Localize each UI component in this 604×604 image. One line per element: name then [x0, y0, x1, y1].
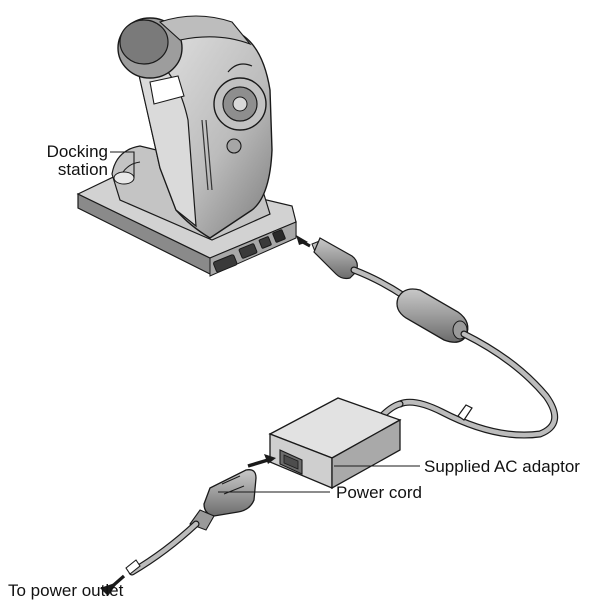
- docking-station-label-line2: station: [57, 160, 108, 179]
- leader-lines: [110, 151, 420, 493]
- camera-small-button: [226, 138, 242, 154]
- dc-plug: [313, 237, 358, 280]
- ac-adaptor-label: Supplied AC adaptor: [424, 457, 580, 476]
- dc-cable: [296, 235, 559, 439]
- dc-cable-loop: [396, 330, 559, 439]
- camera-window: [149, 75, 185, 105]
- power-cord-plug: [203, 469, 257, 517]
- usb-port: [238, 243, 258, 259]
- hdmi-port: [213, 254, 238, 273]
- camera-control-center: [232, 96, 248, 112]
- av-port: [258, 236, 272, 249]
- power-cord: [100, 454, 276, 596]
- camera-lens-face: [119, 19, 169, 65]
- power-outlet-label: To power outlet: [8, 581, 124, 600]
- docking-station-leader: [110, 151, 135, 178]
- camera-speaker-grille: [201, 119, 213, 191]
- ac-adaptor-side: [331, 418, 401, 490]
- docking-station-label: Docking station: [12, 143, 108, 179]
- power-cord-label: Power cord: [336, 483, 422, 502]
- docking-station-label-line1: Docking: [46, 142, 108, 161]
- ac-insert-arrow: [247, 454, 276, 468]
- camera-strap-loop: [227, 63, 253, 73]
- docking-station-slot: [113, 171, 135, 185]
- ac-adaptor: [268, 397, 402, 490]
- dc-in-port: [272, 229, 286, 243]
- camera: [117, 15, 273, 239]
- power-cord-break-mark: [125, 559, 141, 575]
- cable-break-mark: [457, 404, 473, 421]
- camera-top-ridge: [158, 15, 252, 46]
